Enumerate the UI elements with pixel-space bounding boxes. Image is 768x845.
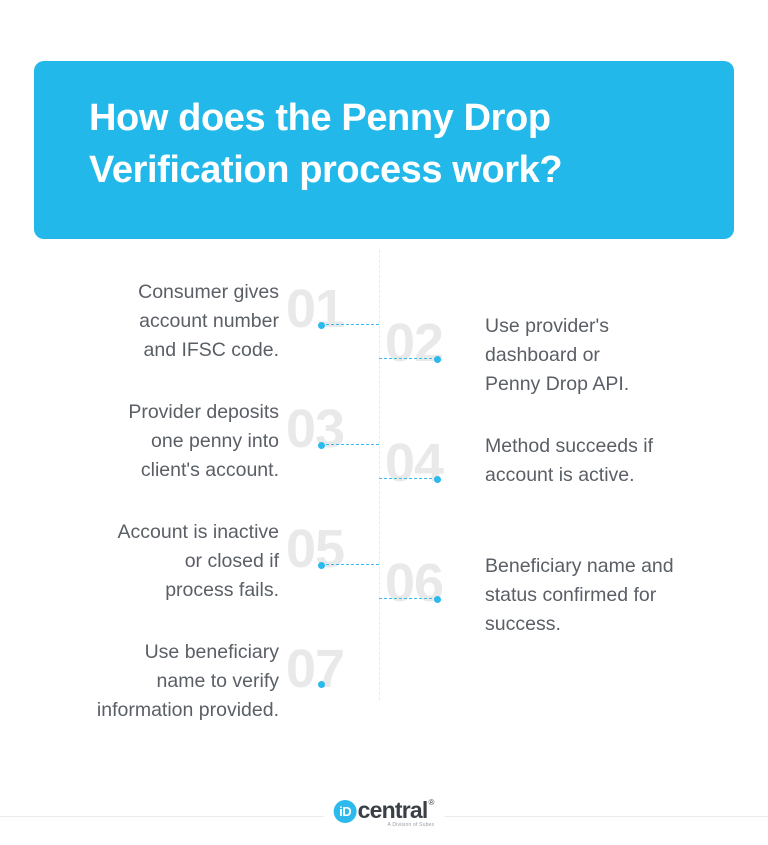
timeline-spine <box>379 250 380 700</box>
page-title: How does the Penny Drop Verification pro… <box>89 97 563 191</box>
connector-dot <box>317 321 325 329</box>
step-connector <box>379 475 441 483</box>
logo-tagline: A Division of Subex <box>387 822 435 828</box>
connector-dot <box>433 355 441 363</box>
step-text: Use provider's dashboard or Penny Drop A… <box>485 315 630 395</box>
step-number: 01 <box>286 279 345 339</box>
connector-dot <box>433 475 441 483</box>
logo-mark-label: iD <box>339 804 352 819</box>
connector-dot <box>317 561 325 569</box>
connector-dot <box>317 441 325 449</box>
step-number: 03 <box>286 399 345 459</box>
step-number: 05 <box>286 519 345 579</box>
step-connector <box>317 441 379 449</box>
step-connector <box>317 561 379 569</box>
step-text: Account is inactive or closed if process… <box>117 521 280 601</box>
connector-dot <box>317 680 325 688</box>
step-text: Method succeeds if account is active. <box>485 435 654 486</box>
steps-container: Consumer gives account number and IFSC c… <box>0 250 768 750</box>
idcentral-logo: iD central ® A Division of Subex <box>323 797 445 832</box>
step-text: Beneficiary name and status confirmed fo… <box>485 555 674 635</box>
step-connector <box>317 321 379 329</box>
step-connector <box>379 355 441 363</box>
header-banner: How does the Penny Drop Verification pro… <box>34 61 734 239</box>
step-number: 07 <box>286 639 345 699</box>
step-text: Consumer gives account number and IFSC c… <box>138 281 279 361</box>
logo-circle-icon: iD <box>333 800 357 823</box>
step-text: Use beneficiary name to verify informati… <box>96 641 279 721</box>
logo-wordmark: central <box>357 797 429 823</box>
connector-dot <box>433 595 441 603</box>
step-text: Provider deposits one penny into client'… <box>128 401 279 481</box>
registered-trademark-icon: ® <box>428 798 435 807</box>
step-connector <box>379 595 441 603</box>
